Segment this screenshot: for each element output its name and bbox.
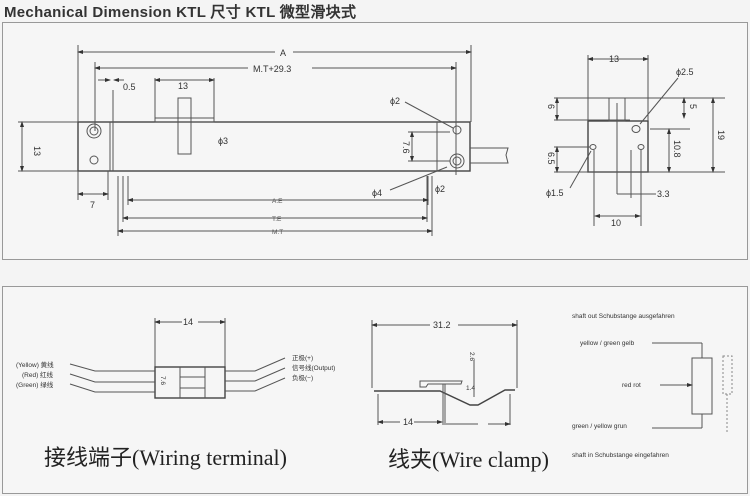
shaft [177, 97, 192, 155]
resistor [691, 357, 713, 415]
dimension-label: ϕ4 [372, 188, 382, 198]
dimension-label: 10.8 [672, 140, 682, 158]
dimension-label: 13 [609, 54, 619, 64]
dimension-label: 10 [611, 218, 621, 228]
dimension-label: (Green) 绿线 [16, 380, 54, 389]
dimension-label: red rot [622, 382, 641, 389]
dimension-label: 7.6 [401, 141, 411, 154]
side-view: 13 ϕ2.5 6 5 19 10.8 6.5 ϕ1.5 3.3 10 [546, 54, 726, 228]
dimension-label: 14 [403, 417, 413, 427]
wire-clamp: 31.2 2.6 1.4 14 线夹(Wire clamp) [371, 320, 549, 472]
dimension-label: 正极(+) [292, 353, 313, 362]
dimension-label: T.E [272, 216, 282, 223]
dimension-label: 31.2 [433, 320, 451, 330]
slider-body [77, 121, 471, 172]
dimension-label: 2.6 [468, 352, 475, 361]
dimension-label: ϕ3 [218, 136, 228, 146]
dimension-label: A [280, 48, 286, 58]
dimension-label: 6.5 [546, 152, 556, 165]
top-view: A M.T+29.3 0.5 13 ϕ3 13 7 ϕ2 7.6 ϕ4 ϕ2 A… [18, 45, 509, 236]
wiring-panel [2, 286, 748, 494]
dimension-label: (Yellow) 黄线 [16, 360, 54, 369]
dimension-label: 0.5 [123, 82, 136, 92]
dimension-label: A.E [272, 198, 283, 205]
dimension-label: yellow / green gelb [580, 340, 635, 347]
dimension-label: M.T [272, 229, 283, 236]
dimension-label: 19 [716, 130, 726, 140]
dimension-label: 5 [688, 104, 698, 109]
dimension-label: 1.4 [466, 385, 475, 392]
cable [470, 147, 509, 164]
dimension-label: shaft out Schubstange ausgefahren [572, 313, 675, 320]
side-body [587, 120, 649, 173]
dimension-label: 14 [183, 317, 193, 327]
dimension-label: 13 [178, 81, 188, 91]
wires [69, 357, 286, 393]
wiring-caption: 接线端子(Wiring terminal) [44, 445, 287, 470]
dimension-label: 7.6 [159, 376, 166, 385]
wiring-terminal: 14 7.6 (Yellow) 黄线 (Red) 红线 (Green) 绿线 正… [16, 317, 335, 470]
mount-hole-icon [86, 123, 102, 139]
clamp-caption: 线夹(Wire clamp) [388, 447, 549, 472]
dimension-label: M.T+29.3 [253, 64, 291, 74]
dimension-label: 3.3 [657, 189, 670, 199]
dimension-label: ϕ2 [390, 96, 400, 106]
dimension-label: green / yellow grun [572, 423, 627, 430]
clamp-profile [374, 389, 515, 406]
page-title: Mechanical Dimension KTL 尺寸 KTL 微型滑块式 [4, 4, 357, 21]
dimension-label: 7 [90, 200, 95, 210]
dimension-label: 信号线(Output) [292, 363, 335, 372]
dimension-label: (Red) 红线 [22, 370, 54, 379]
dimension-label: ϕ2 [435, 184, 445, 194]
dimension-label: ϕ1.5 [546, 188, 564, 198]
dimension-label: 6 [546, 104, 556, 109]
dimension-label: 13 [32, 146, 42, 156]
dimension-label: shaft in Schubstange eingefahren [572, 452, 669, 459]
potentiometer-schematic: shaft out Schubstange ausgefahren yellow… [572, 313, 733, 459]
dimension-label: 负极(−) [292, 373, 313, 382]
dimension-label: ϕ2.5 [676, 67, 694, 77]
dimension-panel [2, 22, 748, 260]
slider-tab [154, 117, 215, 123]
